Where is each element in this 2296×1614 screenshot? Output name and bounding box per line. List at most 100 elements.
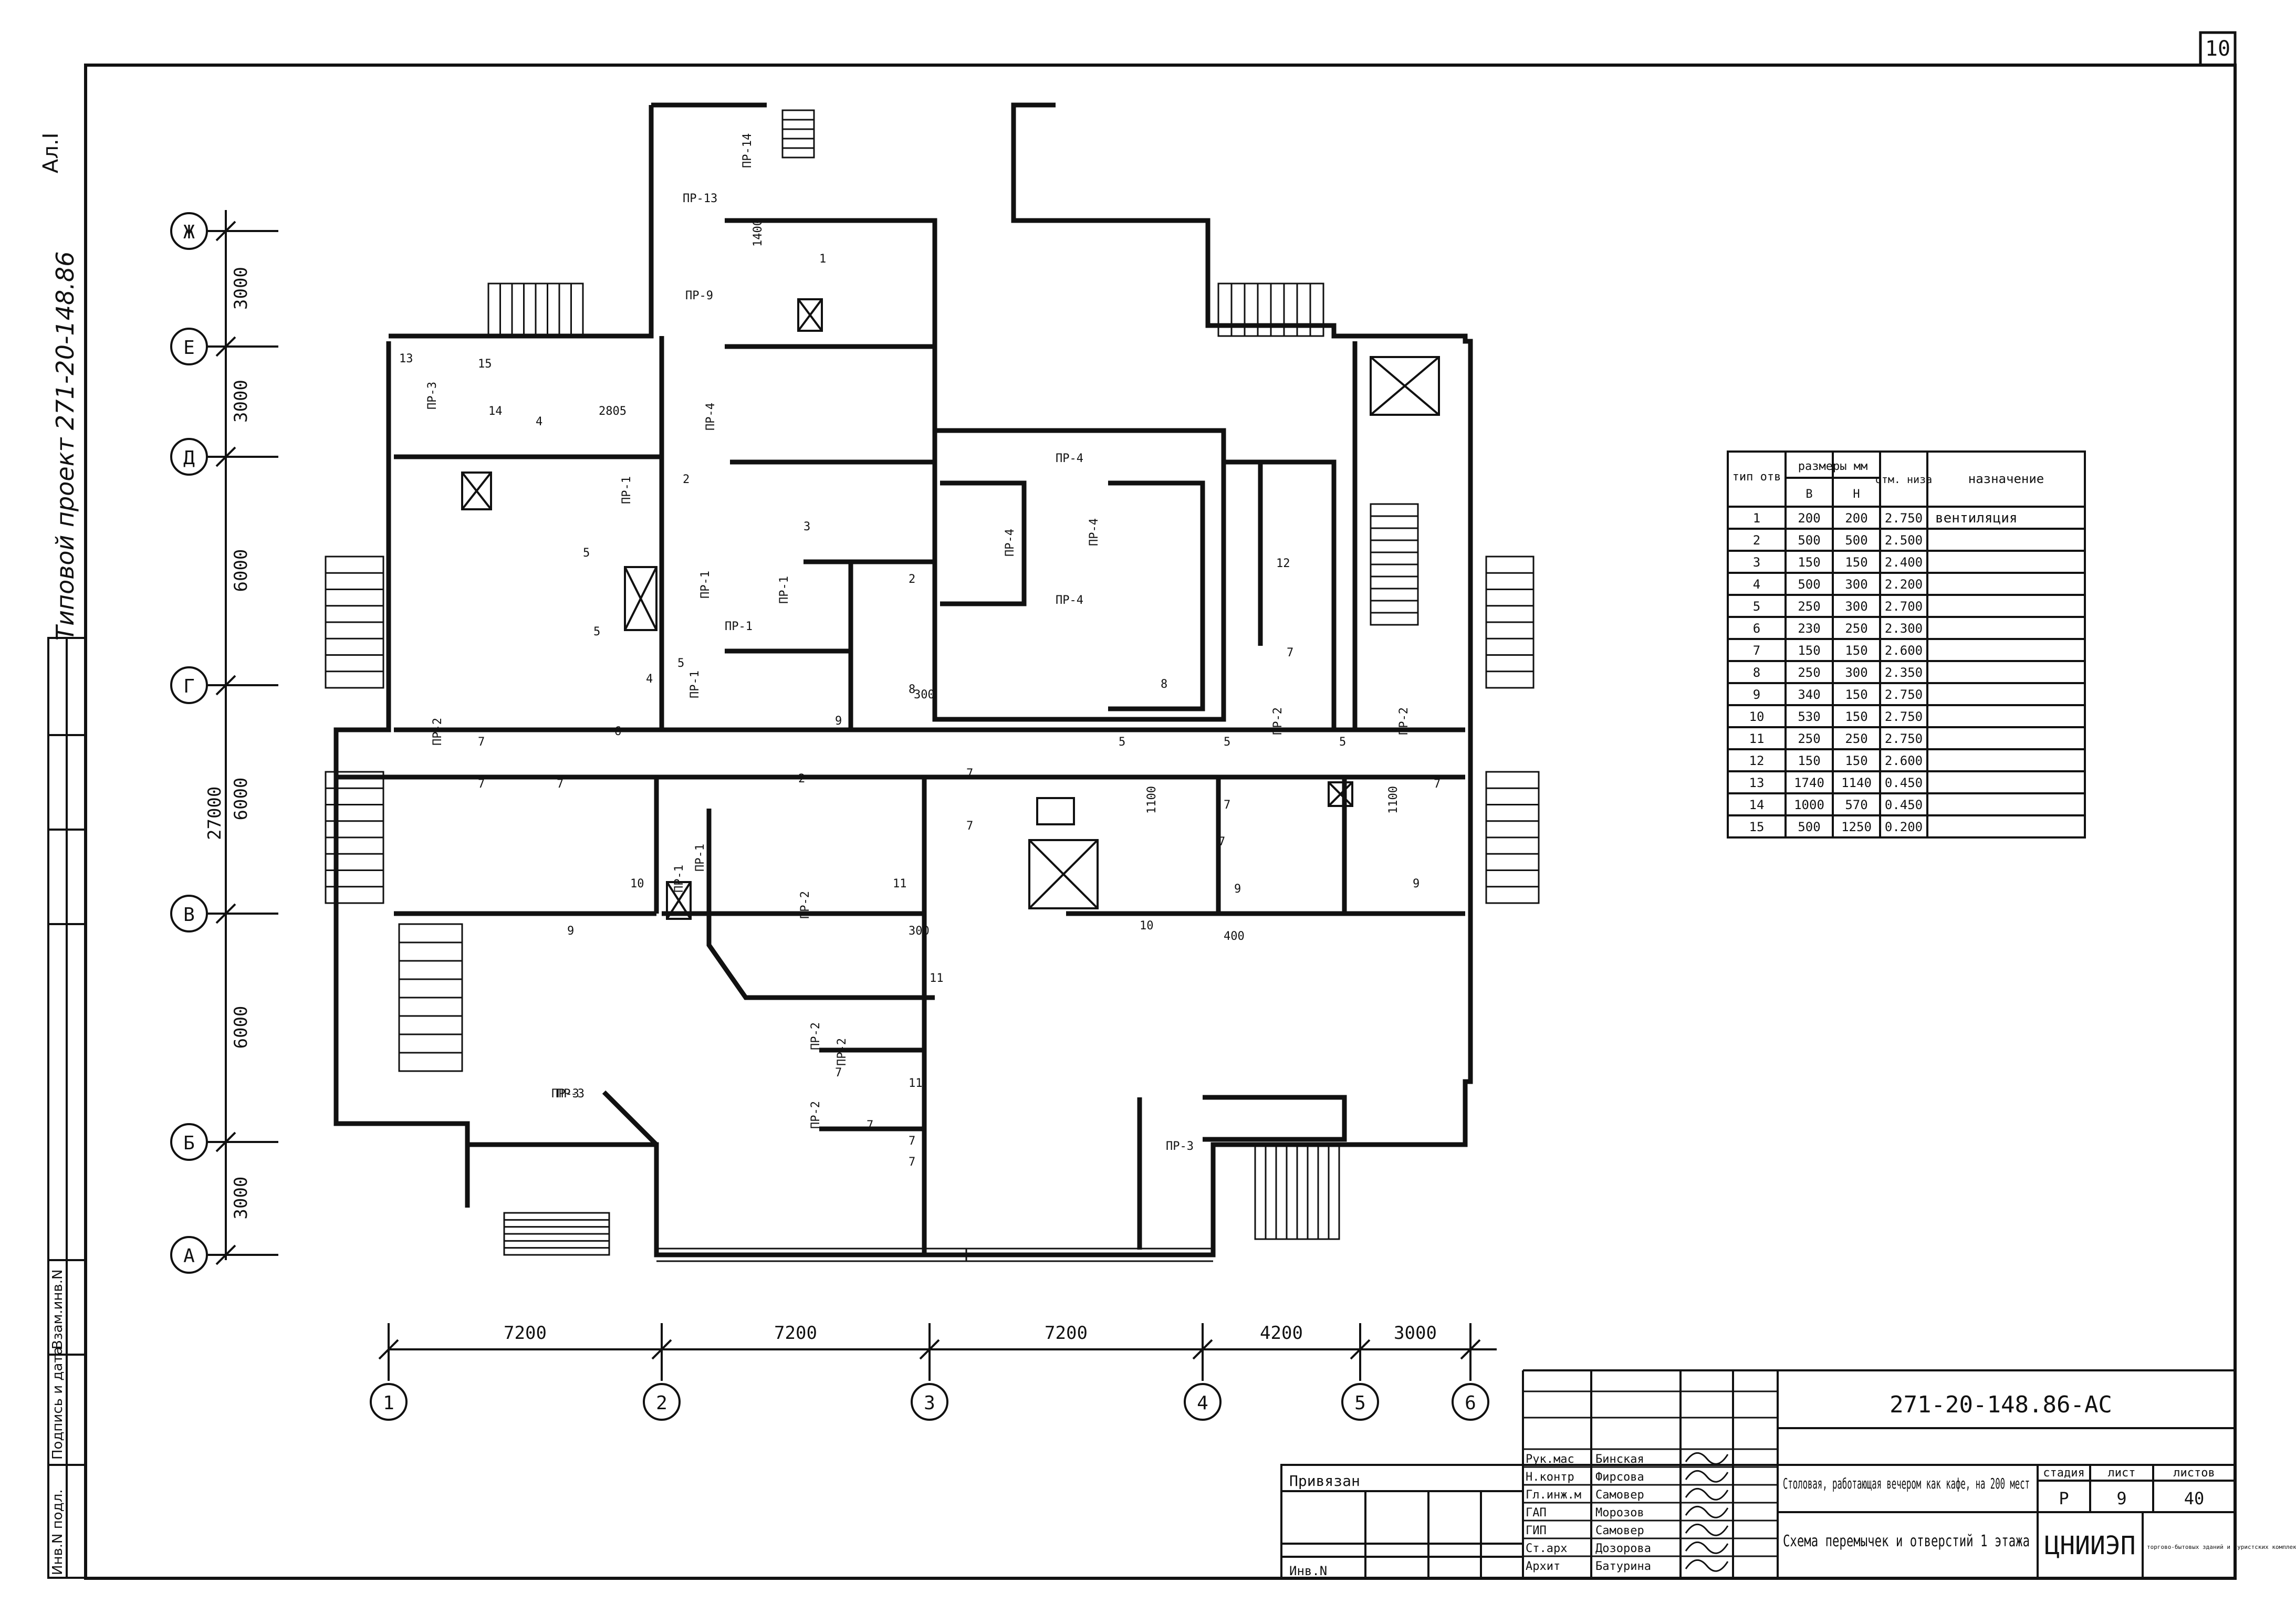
opening-mark: 10 [630, 877, 644, 890]
table-cell-h: 150 [1845, 753, 1867, 768]
dimension-label: 1400 [752, 219, 765, 247]
signatory-role: ГИП [1526, 1524, 1547, 1537]
row-spacing-label: 3000 [231, 267, 252, 310]
lintel-label: ПР-1 [725, 620, 753, 633]
opening-mark: 5 [593, 625, 600, 638]
table-cell-elev: 2.300 [1885, 621, 1923, 636]
signatory-name: Бинская [1595, 1453, 1644, 1466]
table-cell-b: 250 [1798, 665, 1820, 680]
table-cell-elev: 2.750 [1885, 731, 1923, 746]
sheets-value: 40 [2184, 1489, 2205, 1508]
opening-mark: 7 [867, 1119, 873, 1132]
opening-mark: 7 [1224, 799, 1230, 812]
table-cell-elev: 2.200 [1885, 577, 1923, 592]
row-axis-label: А [183, 1245, 195, 1267]
table-cell-b: 500 [1798, 577, 1820, 592]
stamp-podpis: Подпись и дата [50, 1347, 66, 1460]
lintel-label: ПР-4 [1056, 452, 1083, 465]
opening-mark: 5 [1339, 736, 1346, 749]
column-axis-marker [1341, 1383, 1379, 1421]
table-cell-type: 2 [1753, 533, 1760, 548]
dimension-label: 2805 [599, 405, 627, 418]
title-block-rows [1523, 1390, 1778, 1572]
inv-label: Инв.N [1289, 1564, 1327, 1578]
table-cell-elev: 2.750 [1885, 511, 1923, 526]
opening-mark: 2 [683, 473, 690, 486]
column-axis-label: 4 [1197, 1392, 1208, 1414]
column-spacing-label: 3000 [1394, 1323, 1437, 1344]
table-cell-type: 1 [1753, 511, 1760, 526]
opening-mark: 10 [1140, 919, 1154, 932]
opening-mark: 5 [1224, 736, 1230, 749]
row-spacing-label: 6000 [231, 549, 252, 592]
opening-mark: 7 [909, 1156, 915, 1169]
dimension-label: 400 [1224, 930, 1245, 943]
lintel-label: ПР-4 [704, 403, 717, 431]
table-cell-b: 250 [1798, 599, 1820, 614]
row-spacing-label: 3000 [231, 380, 252, 423]
signatory-name: Фирсова [1595, 1471, 1644, 1484]
project-title-vertical: Типовой проект 271-20-148.86 [51, 251, 79, 641]
opening-mark: 14 [488, 405, 503, 418]
opening-mark: 11 [893, 877, 907, 890]
table-cell-h: 250 [1845, 731, 1867, 746]
row-axis-label: Д [183, 447, 195, 469]
opening-mark: 8 [1161, 678, 1167, 691]
opening-mark: 13 [399, 352, 413, 365]
opening-mark: 9 [835, 715, 842, 728]
stage-label: стадия [2043, 1466, 2084, 1480]
sheet-label: лист [2108, 1466, 2136, 1480]
page-ref: Ал.I [39, 133, 63, 173]
drawing-name: Схема перемычек и отверстий 1 этажа [1783, 1532, 2030, 1550]
signatory-role: Архит [1526, 1560, 1560, 1573]
table-cell-type: 9 [1753, 687, 1760, 702]
lintel-label: ПР-1 [620, 476, 633, 504]
opening-mark: 5 [1119, 736, 1125, 749]
row-axis-label: Б [183, 1133, 195, 1154]
window-band [656, 1248, 1213, 1262]
floor-plan [333, 102, 1473, 1257]
table-cell-h: 150 [1845, 643, 1867, 658]
table-cell-type: 12 [1749, 753, 1765, 768]
table-cell-b: 200 [1798, 511, 1820, 526]
signature [1685, 1506, 1729, 1518]
opening-mark: 2 [798, 772, 805, 785]
opening-mark: 7 [966, 820, 973, 833]
lintel-label: ПР-1 [688, 670, 702, 698]
column-spacing-label: 4200 [1260, 1323, 1303, 1344]
opening-mark: 15 [478, 358, 492, 371]
table-cell-h: 570 [1845, 798, 1867, 812]
column-axis-marker [643, 1383, 681, 1421]
table-cell-h: 1250 [1841, 820, 1872, 834]
table-cell-elev: 0.450 [1885, 798, 1923, 812]
column-spacing-label: 7200 [504, 1323, 547, 1344]
opening-mark: 8 [909, 683, 915, 696]
signatory-name: Самовер [1595, 1489, 1644, 1502]
lintel-label: ПР-1 [694, 844, 707, 872]
row-axis-label: Г [183, 676, 195, 697]
table-cell-b: 340 [1798, 687, 1820, 702]
lintel-label: ПР-4 [1088, 518, 1101, 546]
column-axis-marker [1184, 1383, 1222, 1421]
signature [1685, 1470, 1729, 1483]
row-axis-label: Е [183, 337, 195, 359]
row-spacing-label: 3000 [231, 1177, 252, 1220]
table-header-sizes: размеры мм [1798, 460, 1867, 473]
table-cell-elev: 2.750 [1885, 709, 1923, 724]
row-overall-label: 27000 [204, 787, 225, 840]
signatory-role: Н.контр [1526, 1471, 1574, 1484]
opening-mark: 2 [909, 573, 915, 586]
opening-mark: 7 [1218, 835, 1225, 848]
lintel-label: ПР-2 [809, 1022, 822, 1050]
signatory-name: Морозов [1595, 1506, 1644, 1519]
opening-mark: 4 [646, 673, 653, 686]
row-axes [170, 210, 278, 1274]
column-spacing-label: 7200 [774, 1323, 817, 1344]
signatory-role: Ст.арх [1526, 1542, 1567, 1555]
stairs [325, 109, 1540, 1256]
stamp-inv-podl: Инв.N подл. [50, 1489, 66, 1575]
lintel-label: ПР-3 [426, 382, 439, 410]
opening-mark: 12 [1276, 557, 1290, 570]
